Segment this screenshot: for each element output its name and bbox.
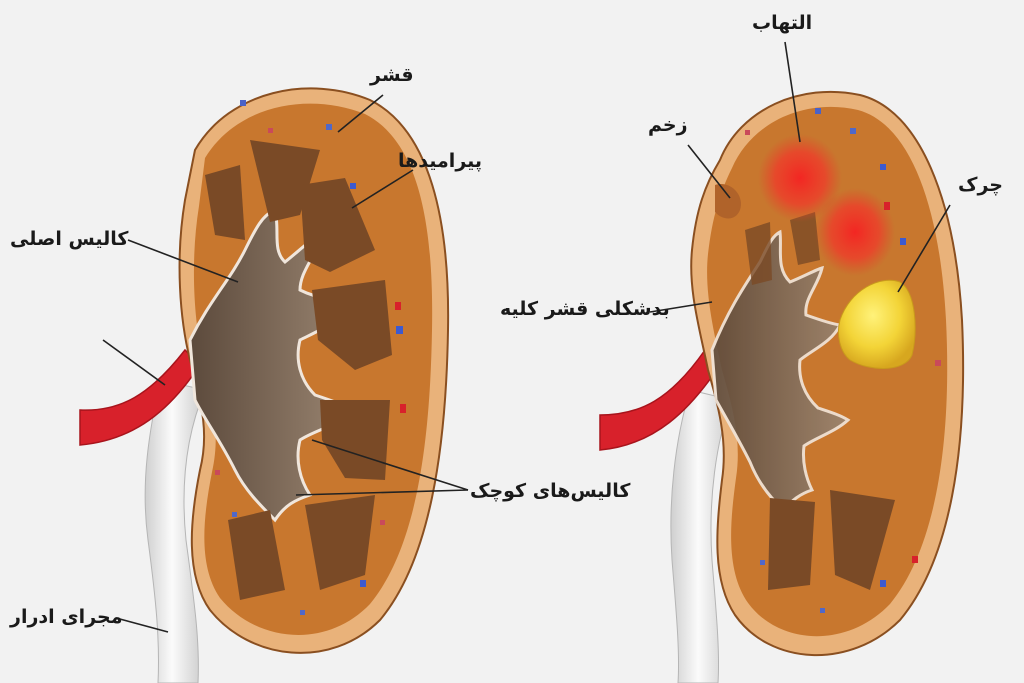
leader-pyramids bbox=[351, 169, 414, 209]
leader-cortex bbox=[337, 94, 384, 133]
vessel-specks-right bbox=[745, 108, 941, 613]
leader-scar bbox=[687, 144, 731, 199]
pus-abscess bbox=[837, 279, 916, 369]
label-pus: چرک bbox=[958, 174, 1003, 196]
scar-notch bbox=[715, 184, 741, 219]
leader-lines bbox=[102, 41, 951, 633]
inflammation-spot-1 bbox=[758, 134, 842, 222]
diseased-kidney bbox=[599, 90, 965, 683]
pyramid-6-left bbox=[305, 495, 375, 590]
label-pyramids: پیرامیدها bbox=[398, 150, 483, 172]
pyramid-4-right bbox=[790, 212, 820, 265]
leader-major-calyx bbox=[127, 239, 239, 283]
leader-ureter bbox=[115, 617, 169, 633]
pyramid-7-left bbox=[228, 510, 285, 600]
pyramid-3-left bbox=[300, 178, 375, 272]
vessel-specks-left bbox=[215, 100, 406, 615]
leader-deformity bbox=[649, 301, 713, 313]
pyramid-2-left bbox=[205, 165, 245, 240]
leader-minor-calyx-2 bbox=[295, 489, 469, 496]
pyramid-1-right bbox=[768, 498, 815, 590]
pyramid-2-right bbox=[830, 490, 895, 590]
ureter-right bbox=[670, 389, 733, 683]
label-major-calyx: کالیس اصلی bbox=[10, 228, 129, 250]
inflammation-spot-2 bbox=[815, 188, 895, 276]
leader-artery bbox=[102, 339, 166, 386]
healthy-kidney bbox=[79, 87, 450, 683]
pyramid-4-left bbox=[312, 280, 392, 370]
label-cortex: قشر bbox=[370, 64, 414, 86]
leader-inflammation bbox=[784, 41, 801, 143]
label-inflammation: التهاب bbox=[752, 12, 813, 34]
pyramid-3-right bbox=[745, 222, 772, 285]
label-cortex-deformity: بدشکلی قشر کلیه bbox=[500, 298, 670, 320]
leader-pus bbox=[897, 204, 951, 293]
label-scar: زخم bbox=[648, 114, 688, 136]
leader-minor-calyx-1 bbox=[311, 439, 469, 491]
label-ureter: مجرای ادرار bbox=[10, 606, 123, 628]
label-minor-calyces: کالیس‌های کوچک bbox=[470, 480, 631, 502]
